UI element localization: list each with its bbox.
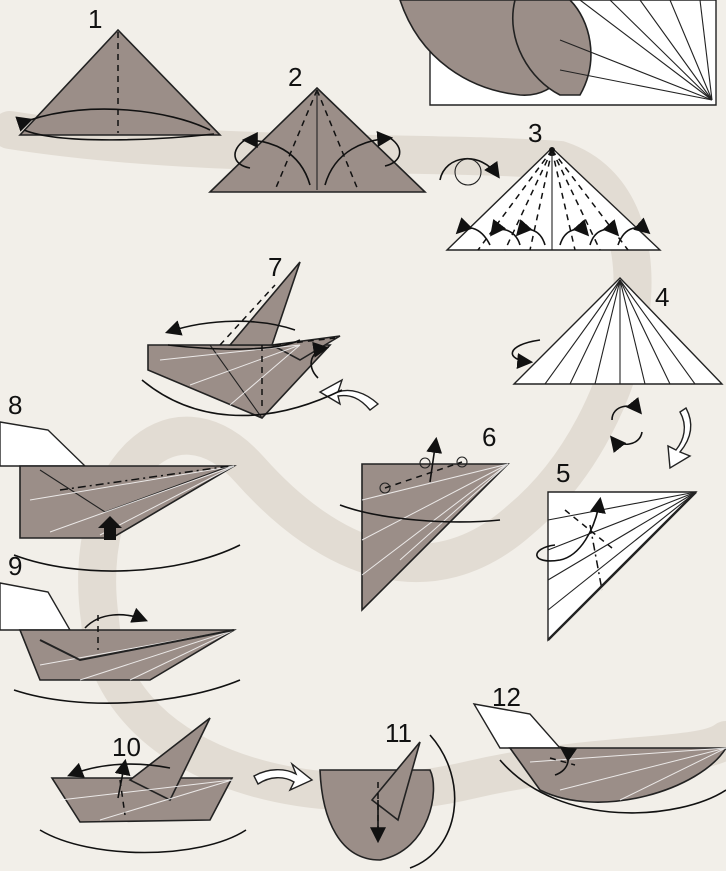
step-8: 8 [0, 390, 240, 571]
step-9: 9 [0, 551, 240, 703]
next-step-arrow-icon [668, 408, 691, 468]
step-1: 1 [20, 4, 220, 140]
step-4: 4 [512, 278, 722, 384]
step-2: 2 [210, 62, 425, 192]
step-number: 8 [8, 390, 22, 420]
step-number: 6 [482, 422, 496, 452]
step-number: 11 [385, 718, 412, 748]
finished-model-preview [400, 0, 716, 105]
step-7: 7 [142, 252, 342, 418]
step-number: 9 [8, 551, 22, 581]
next-step-arrow-icon [320, 380, 378, 410]
step-number: 7 [268, 252, 282, 282]
step-number: 2 [288, 62, 302, 92]
step-number: 4 [655, 282, 669, 312]
step-number: 3 [528, 118, 542, 148]
step-number: 10 [112, 732, 141, 762]
step-5: 5 [537, 458, 696, 640]
step-12: 12 [474, 682, 726, 813]
step-number: 1 [88, 4, 102, 34]
step-number: 5 [556, 458, 570, 488]
